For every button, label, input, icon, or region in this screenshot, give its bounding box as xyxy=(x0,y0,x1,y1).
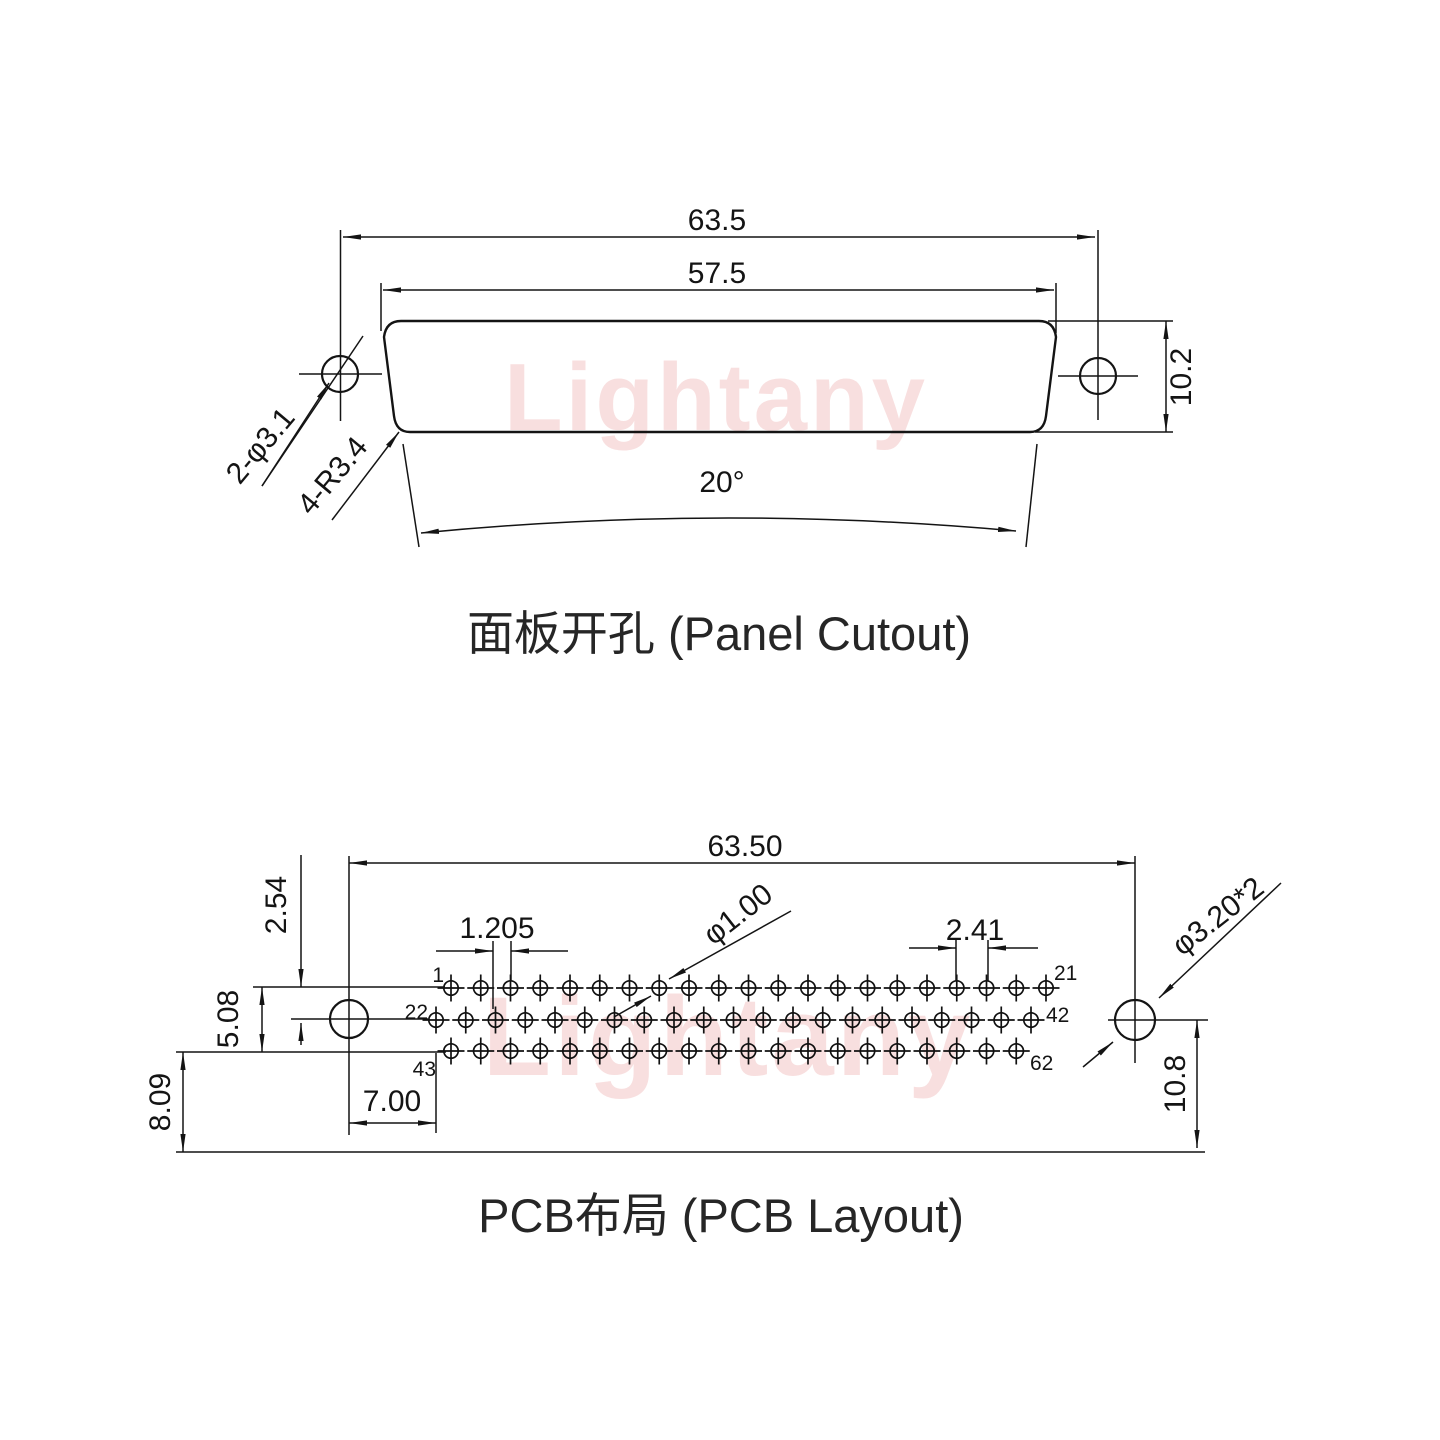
dim-cutout-height-value: 10.2 xyxy=(1165,348,1198,406)
dim-outer-width-value: 63.5 xyxy=(688,204,746,237)
dim-hole-to-pin-value: 7.00 xyxy=(363,1085,421,1118)
dim-pitch-value: 2.41 xyxy=(946,914,1004,947)
watermark-bottom: Lightany xyxy=(483,974,974,1099)
leader-corner-radius: 4-R3.4 xyxy=(291,431,400,521)
panel-cutout-view: Lightany 63.5 57.5 xyxy=(220,204,1198,660)
pcb-layout-view: Lightany 1 21 22 42 43 62 63.50 xyxy=(144,830,1282,1242)
panel-mount-hole-right xyxy=(1058,230,1138,420)
dim-total-width: 63.50 xyxy=(349,830,1135,866)
dim-edge-offset: 8.09 xyxy=(144,1052,186,1152)
dim-hole-to-pin: 7.00 xyxy=(349,1053,437,1133)
dim-half-pitch-value: 1.205 xyxy=(459,912,534,945)
dim-inner-width-value: 57.5 xyxy=(688,257,746,290)
extension-lines xyxy=(176,986,1205,1153)
leader-mount-diameter-label: φ3.20*2 xyxy=(1166,871,1270,962)
dim-rows-span: 5.08 xyxy=(212,987,265,1052)
pin-field xyxy=(422,974,1060,1065)
dim-angle-value: 20° xyxy=(699,466,744,499)
dim-half-pitch: 1.205 xyxy=(436,912,568,1009)
pcb-mount-hole-left xyxy=(291,856,428,1135)
pin-label-row1-first: 1 xyxy=(432,964,444,987)
dim-cutout-height: 10.2 xyxy=(1035,320,1198,433)
leader-mount-diameter: φ3.20*2 xyxy=(1082,871,1282,1068)
panel-cutout-title: 面板开孔 (Panel Cutout) xyxy=(467,607,971,660)
pin-label-row3-first: 43 xyxy=(413,1058,436,1081)
panel-mount-hole-left xyxy=(299,230,382,421)
pin-label-row1-last: 21 xyxy=(1054,962,1077,985)
leader-corner-radius-label: 4-R3.4 xyxy=(291,431,374,521)
dim-inner-width: 57.5 xyxy=(380,257,1057,333)
dim-row-spacing: 2.54 xyxy=(260,855,304,1045)
panel-cutout-outline xyxy=(382,319,1058,434)
dim-pitch: 2.41 xyxy=(909,914,1038,981)
dim-rows-span-value: 5.08 xyxy=(212,990,245,1048)
watermark-top: Lightany xyxy=(504,344,928,451)
dim-mount-to-edge-value: 10.8 xyxy=(1159,1055,1192,1113)
dim-outer-width: 63.5 xyxy=(343,204,1095,240)
dim-edge-offset-value: 8.09 xyxy=(144,1073,177,1131)
dim-total-width-value: 63.50 xyxy=(707,830,782,863)
pin-label-row2-last: 42 xyxy=(1046,1004,1069,1027)
dim-angle: 20° xyxy=(402,443,1038,548)
pcb-layout-title: PCB布局 (PCB Layout) xyxy=(478,1189,964,1242)
dim-mount-to-edge: 10.8 xyxy=(1159,1020,1200,1148)
pin-label-row3-last: 62 xyxy=(1030,1052,1053,1075)
pcb-mount-hole-right xyxy=(1108,856,1208,1063)
dim-row-spacing-value: 2.54 xyxy=(260,876,293,934)
pin-label-row2-first: 22 xyxy=(405,1001,428,1024)
